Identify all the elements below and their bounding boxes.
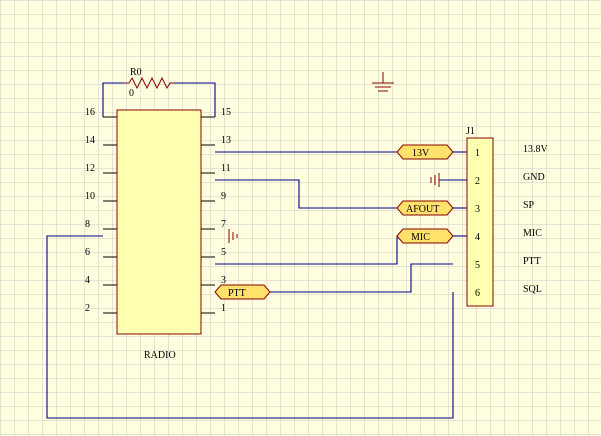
resistor-designator: R0 bbox=[130, 67, 142, 78]
radio-pin-number: 16 bbox=[85, 107, 95, 118]
radio-pin-number: 15 bbox=[221, 107, 231, 118]
j1-signal-name: GND bbox=[523, 172, 545, 183]
wire-afout bbox=[215, 179, 397, 209]
net-label-ptt-text: PTT bbox=[228, 288, 246, 299]
radio-pin-number: 10 bbox=[85, 191, 95, 202]
net-label-afout-text: AFOUT bbox=[406, 204, 439, 215]
radio-pin-number: 11 bbox=[221, 163, 231, 174]
wire-sql bbox=[46, 235, 454, 419]
radio-right-pins: 15 13 11 9 7 5 3 1 bbox=[201, 107, 231, 314]
radio-pin-number: 5 bbox=[221, 247, 226, 258]
j1-pin-number: 2 bbox=[475, 176, 480, 187]
radio-pin-number: 8 bbox=[85, 219, 90, 230]
radio-label: RADIO bbox=[144, 350, 176, 361]
resistor-r0[interactable]: R0 0 bbox=[102, 67, 216, 117]
wire-mic bbox=[215, 236, 398, 265]
wire-ptt bbox=[270, 263, 453, 293]
net-label-13v[interactable]: 13V bbox=[396, 144, 454, 160]
j1-pin-number: 1 bbox=[475, 148, 480, 159]
j1-pins: 1 2 3 4 5 6 bbox=[475, 148, 480, 299]
radio-left-pins: 16 14 12 10 8 6 4 2 bbox=[85, 107, 117, 314]
j1-pin-number: 6 bbox=[475, 288, 480, 299]
net-label-13v-text: 13V bbox=[412, 148, 430, 159]
net-label-afout[interactable]: AFOUT bbox=[396, 200, 454, 216]
j1-pin-number: 3 bbox=[475, 204, 480, 215]
j1-pin-number: 4 bbox=[475, 232, 480, 243]
radio-pin-number: 4 bbox=[85, 275, 90, 286]
radio-component[interactable] bbox=[116, 109, 202, 335]
net-label-mic-text: MIC bbox=[411, 232, 430, 243]
connector-j1[interactable] bbox=[466, 137, 494, 307]
radio-pin-number: 9 bbox=[221, 191, 226, 202]
ground-symbol-j1-pin2[interactable] bbox=[430, 173, 467, 187]
j1-signal-name: PTT bbox=[523, 256, 541, 267]
ground-symbol-top[interactable] bbox=[372, 72, 394, 92]
j1-signal-name: SQL bbox=[523, 284, 542, 295]
j1-signal-labels: 13.8V GND SP MIC PTT SQL bbox=[523, 144, 549, 295]
radio-pin-number: 14 bbox=[85, 135, 95, 146]
j1-signal-name: 13.8V bbox=[523, 144, 549, 155]
radio-pin-number: 6 bbox=[85, 247, 90, 258]
radio-pin-number: 1 bbox=[221, 303, 226, 314]
connector-designator: J1 bbox=[466, 126, 475, 137]
radio-pin-number: 3 bbox=[221, 275, 226, 286]
radio-pin-number: 2 bbox=[85, 303, 90, 314]
radio-pin-number: 13 bbox=[221, 135, 231, 146]
net-label-ptt[interactable]: PTT bbox=[214, 284, 271, 300]
j1-pin-number: 5 bbox=[475, 260, 480, 271]
radio-pin-number: 7 bbox=[221, 219, 226, 230]
net-label-mic[interactable]: MIC bbox=[396, 228, 454, 244]
j1-signal-name: SP bbox=[523, 200, 535, 211]
wires bbox=[46, 151, 467, 419]
resistor-value: 0 bbox=[129, 88, 134, 99]
j1-signal-name: MIC bbox=[523, 228, 542, 239]
radio-pin-number: 12 bbox=[85, 163, 95, 174]
ground-symbol-pin7[interactable] bbox=[228, 229, 238, 243]
